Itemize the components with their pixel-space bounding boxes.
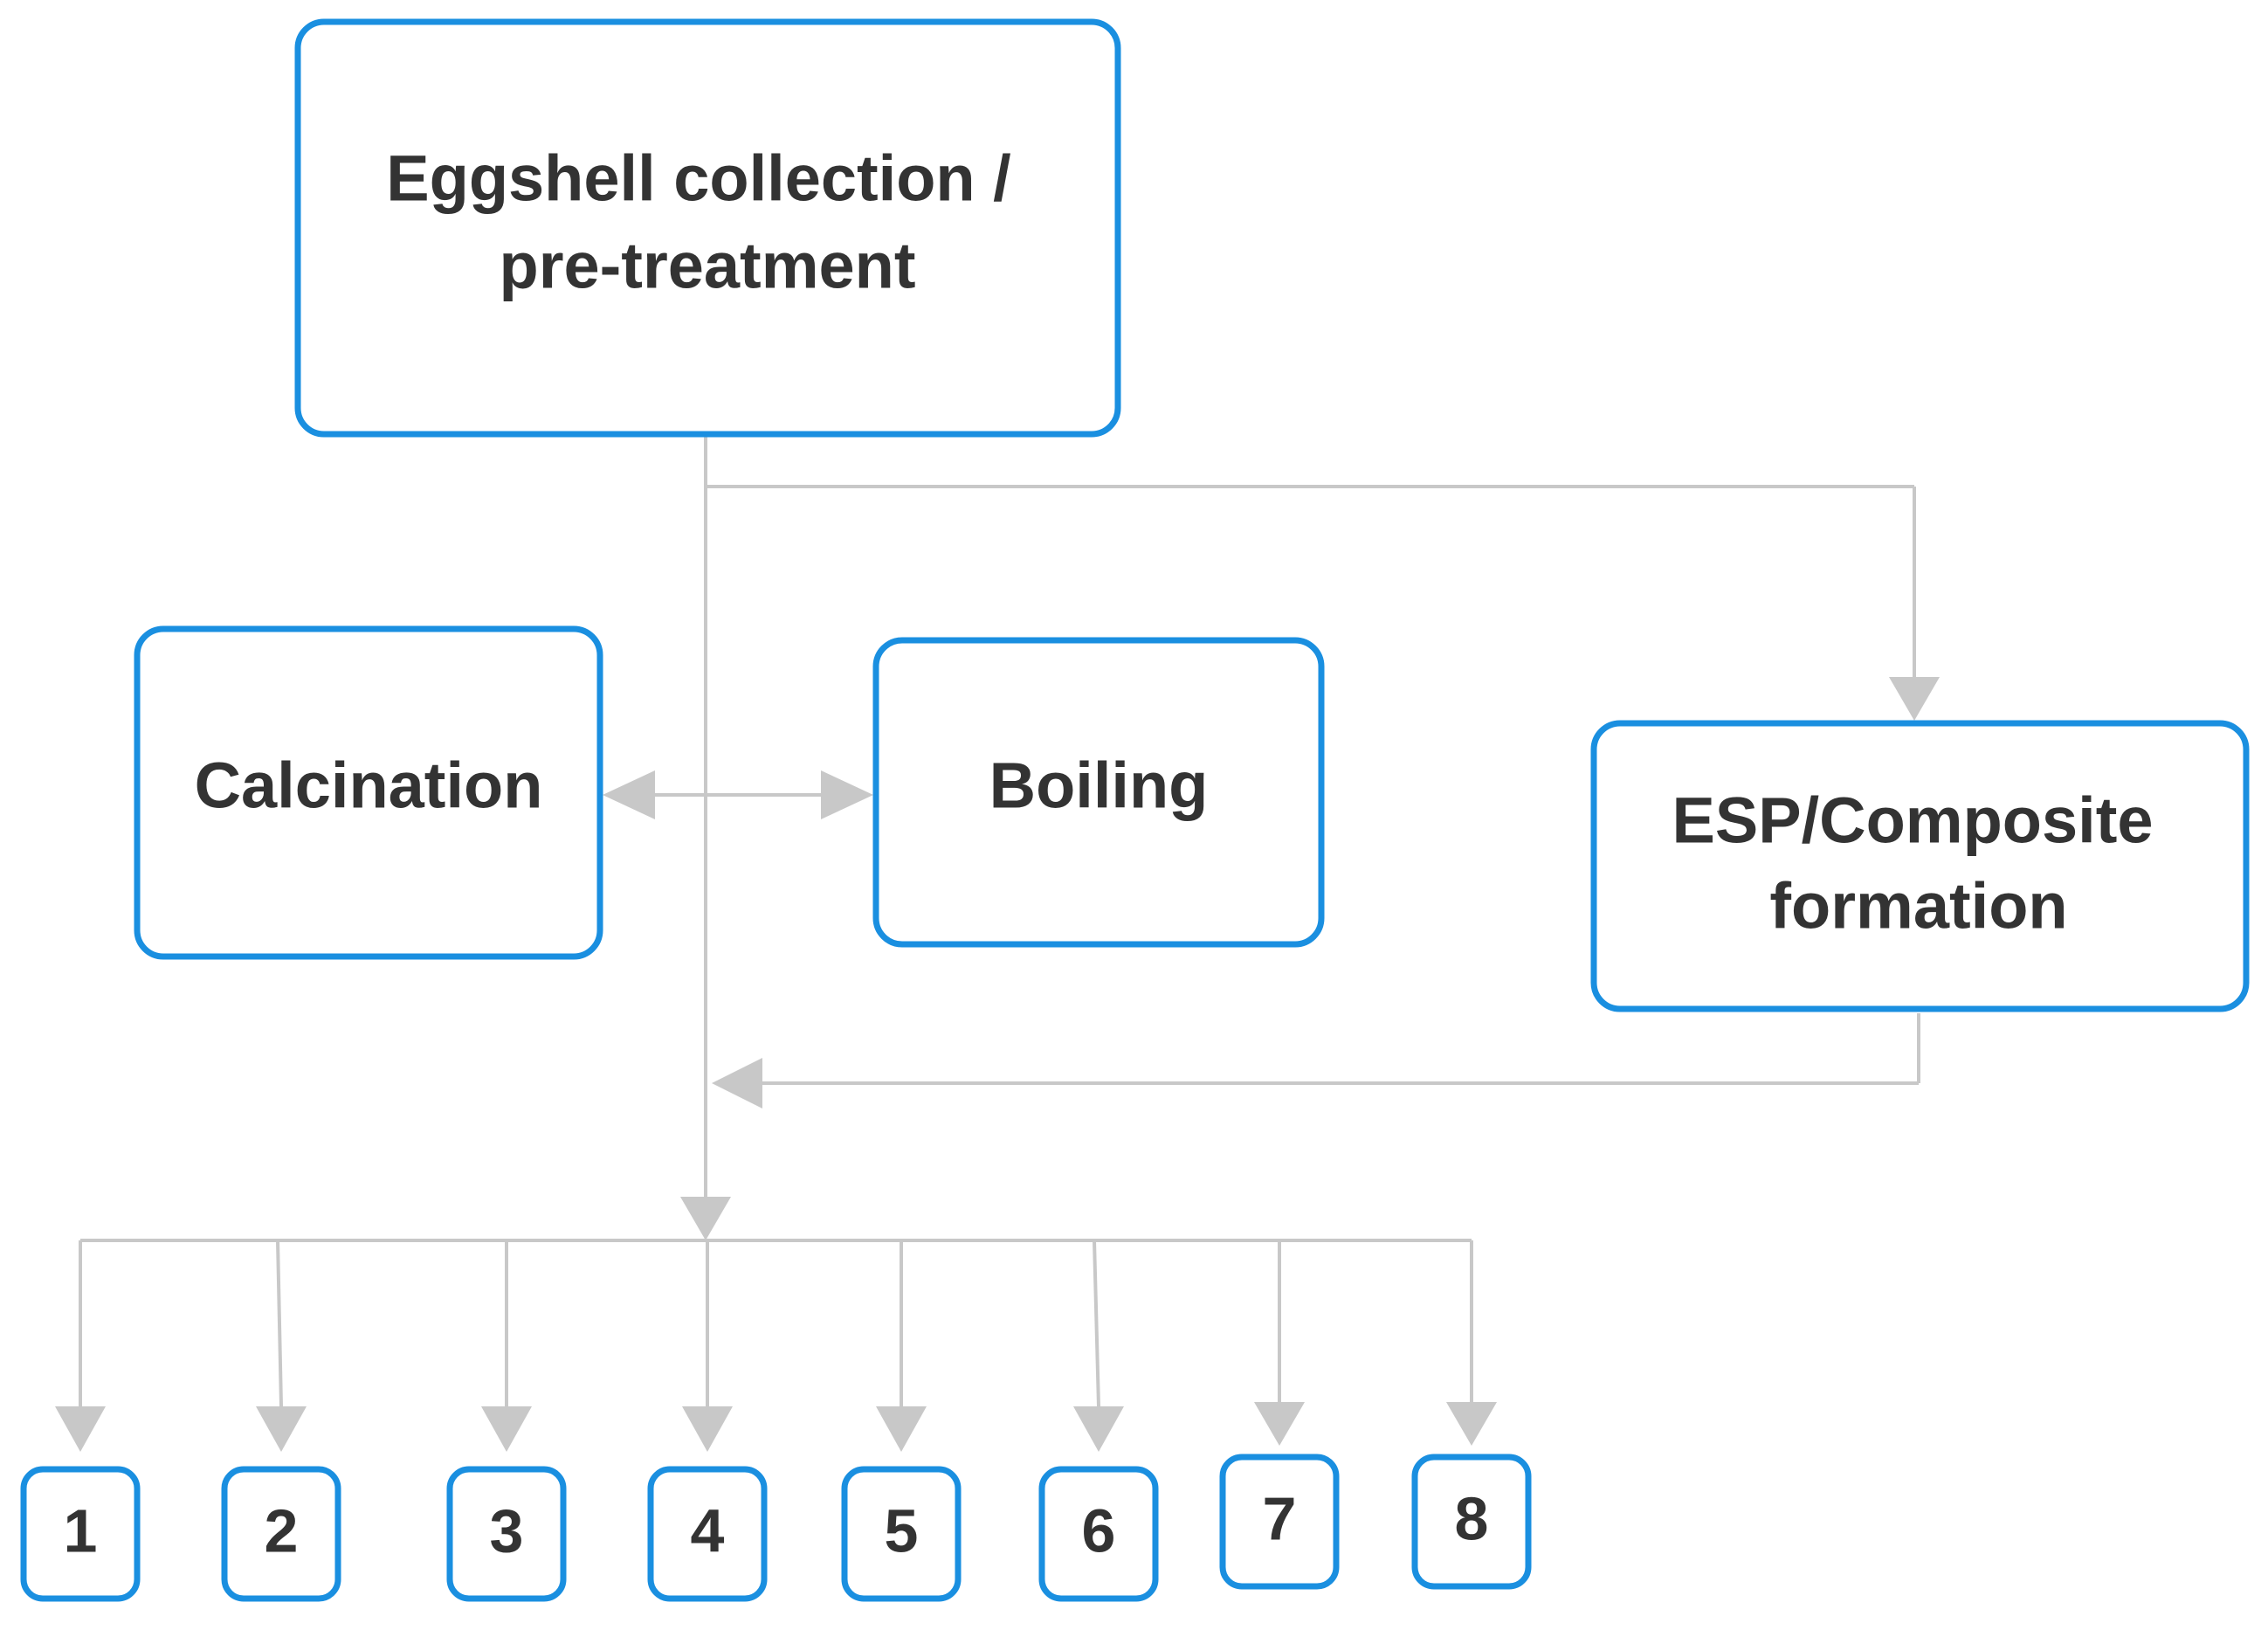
node-collection-line1: Eggshell collection / [386,142,1010,215]
drop-arrowhead-6 [1073,1406,1124,1452]
node-boiling: Boiling [872,637,1325,948]
drop-line-2 [276,1240,283,1407]
output-label-4: 4 [691,1496,725,1564]
trunk-arrowhead [680,1197,731,1240]
output-node-7: 7 [1219,1454,1340,1590]
output-drops [55,1240,1497,1452]
output-node-4: 4 [647,1466,768,1602]
output-box-1 [20,1466,141,1602]
output-box-7 [1219,1454,1340,1590]
esp-return-arrowhead [712,1058,762,1109]
output-box-5 [841,1466,962,1602]
output-box-3 [446,1466,567,1602]
node-boiling-label: Boiling [989,749,1209,822]
output-label-5: 5 [885,1496,919,1564]
drop-arrowhead-4 [682,1406,733,1452]
output-label-1: 1 [64,1496,98,1564]
connectors [55,437,1940,1452]
node-esp: ESP/Composite formation [1590,720,2250,1012]
calcination-arrowhead [603,770,655,819]
node-collection: Eggshell collection / pre-treatment [294,18,1121,438]
drop-arrowhead-2 [256,1406,307,1452]
output-label-3: 3 [490,1496,524,1564]
output-box-4 [647,1466,768,1602]
output-label-8: 8 [1455,1484,1489,1552]
output-box-6 [1038,1466,1159,1602]
node-collection-box [294,18,1121,438]
output-node-2: 2 [221,1466,341,1602]
output-node-3: 3 [446,1466,567,1602]
drop-arrowhead-3 [481,1406,532,1452]
output-label-2: 2 [265,1496,299,1564]
drop-line-6 [1093,1240,1100,1407]
node-calcination: Calcination [134,625,603,960]
node-boiling-box [872,637,1325,948]
output-node-6: 6 [1038,1466,1159,1602]
drop-arrowhead-7 [1254,1402,1305,1446]
output-box-8 [1411,1454,1532,1590]
node-esp-box [1590,720,2250,1012]
node-esp-line1: ESP/Composite [1672,784,2154,857]
drop-arrowhead-8 [1446,1402,1497,1446]
output-nodes: 1 2 3 4 5 6 7 8 [20,1454,1532,1602]
output-label-6: 6 [1082,1496,1116,1564]
node-collection-line2: pre-treatment [500,230,916,302]
output-node-5: 5 [841,1466,962,1602]
node-esp-line2: formation [1769,870,2067,943]
drop-arrowhead-5 [876,1406,927,1452]
output-node-1: 1 [20,1466,141,1602]
output-box-2 [221,1466,341,1602]
node-calcination-box [134,625,603,960]
esp-arrowhead [1889,677,1940,721]
drop-arrowhead-1 [55,1406,106,1452]
output-node-8: 8 [1411,1454,1532,1590]
output-label-7: 7 [1263,1484,1297,1552]
node-calcination-label: Calcination [195,749,543,822]
boiling-arrowhead [821,770,873,819]
